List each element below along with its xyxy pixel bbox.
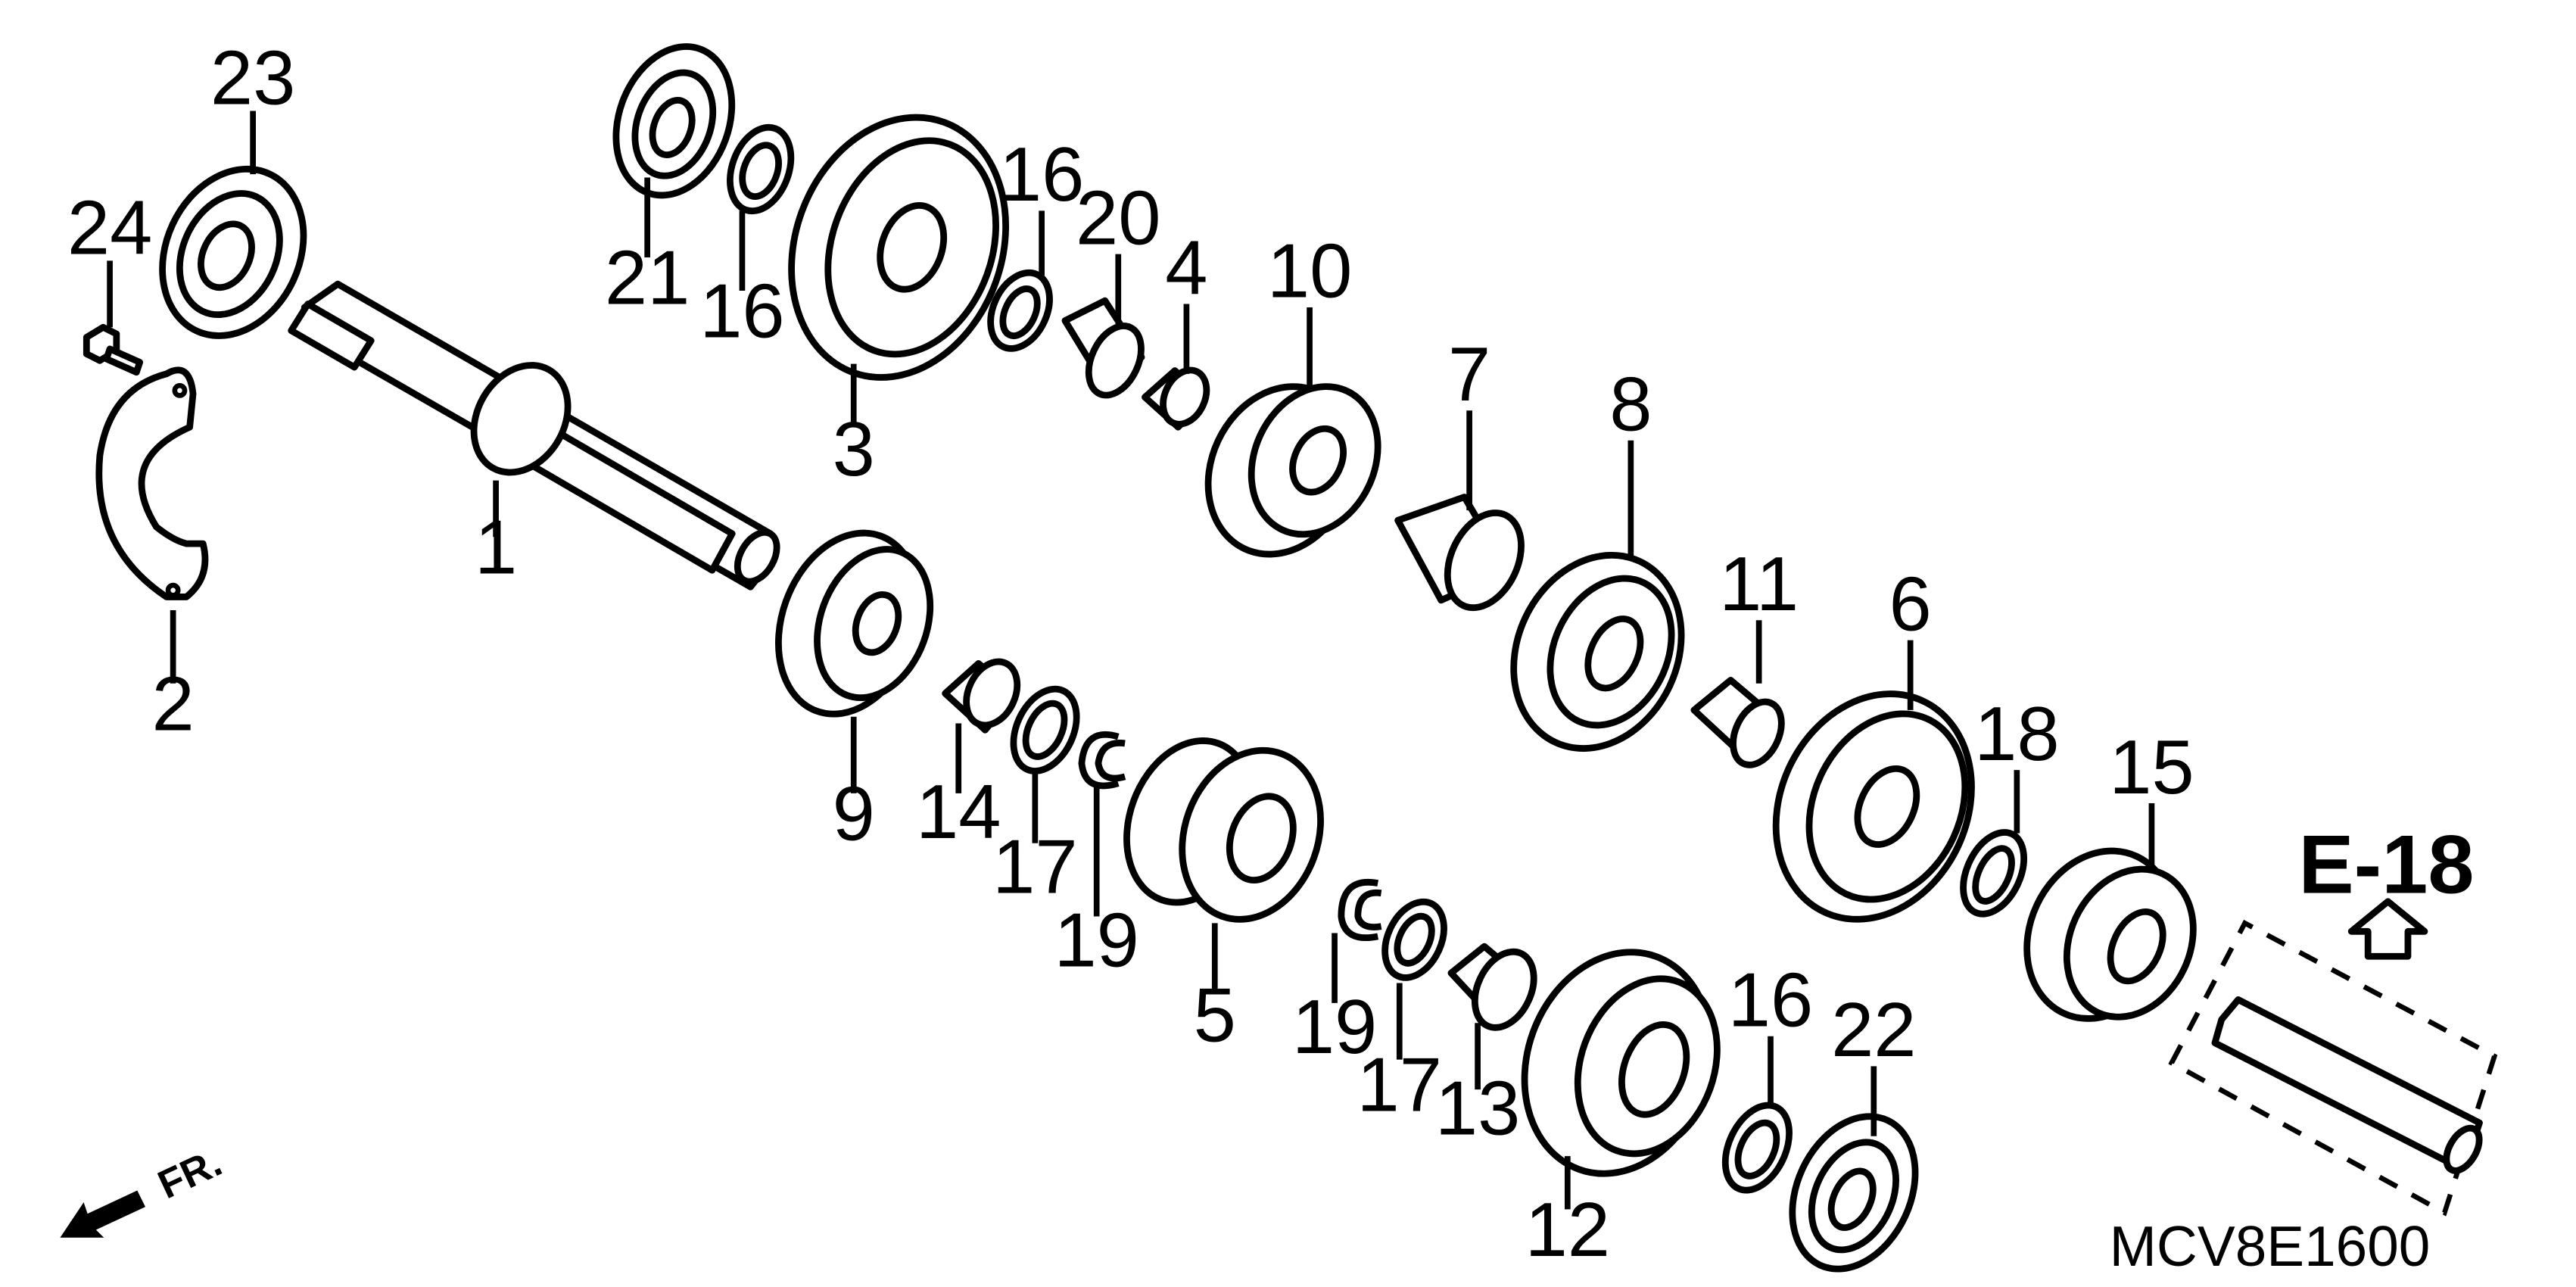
callout-4: 4 [1165, 225, 1208, 374]
bushing-11 [1690, 676, 1785, 768]
callout-15: 15 [2109, 725, 2194, 874]
diagram-code: MCV8E1600 [2110, 1214, 2431, 1278]
front-direction-arrow-icon [60, 1190, 146, 1238]
callout-6-label: 6 [1889, 561, 1932, 647]
callout-13-label: 13 [1435, 1066, 1520, 1151]
spline-washer-17-top [1010, 685, 1080, 774]
callout-17-bottom-label: 17 [1357, 1042, 1442, 1128]
callout-21: 21 [605, 177, 690, 321]
callout-20: 20 [1076, 175, 1161, 324]
callout-7: 7 [1448, 332, 1490, 511]
needle-bearing-20 [1061, 297, 1145, 399]
callout-18-label: 18 [1974, 691, 2059, 777]
callout-23: 23 [210, 36, 295, 175]
gear-10 [1204, 383, 1381, 558]
callout-19-bottom-label: 19 [1292, 984, 1377, 1070]
gear-5 [1123, 737, 1324, 923]
callout-18: 18 [1974, 691, 2060, 834]
callout-16-bottom: 16 [1728, 958, 1813, 1103]
callout-16-top-label: 16 [699, 269, 784, 354]
callout-15-label: 15 [2109, 725, 2194, 810]
callout-12: 12 [1525, 1156, 1610, 1273]
callout-14: 14 [916, 723, 1001, 855]
callout-16-mid-label: 16 [999, 132, 1084, 217]
callout-2-label: 2 [152, 661, 195, 746]
callout-19-top: 19 [1054, 787, 1139, 983]
bearing-22 [1789, 1113, 1919, 1273]
gear-3 [788, 114, 1009, 381]
bearing-21 [612, 43, 736, 199]
callout-11-label: 11 [1719, 541, 1799, 627]
callout-9: 9 [833, 716, 875, 856]
washer-16-bottom [1721, 1102, 1793, 1194]
bushing-13 [1447, 943, 1537, 1031]
callout-21-label: 21 [605, 235, 690, 321]
gear-8 [1510, 552, 1685, 752]
callout-5-label: 5 [1194, 972, 1236, 1058]
callout-24: 24 [67, 185, 152, 328]
callout-12-label: 12 [1525, 1187, 1610, 1273]
callout-7-label: 7 [1448, 332, 1490, 417]
circlip-19-top [1078, 731, 1126, 790]
callout-23-label: 23 [210, 36, 295, 121]
mainshaft-1 [288, 280, 780, 591]
callout-17-bottom: 17 [1357, 983, 1442, 1128]
callout-6: 6 [1889, 561, 1932, 710]
callout-1-label: 1 [475, 505, 517, 591]
setting-plate-2 [95, 366, 209, 600]
washer-16-mid [987, 269, 1053, 352]
washer-18 [1960, 829, 2027, 918]
callout-3: 3 [833, 363, 875, 492]
callout-17-top-label: 17 [992, 824, 1077, 910]
callout-2: 2 [152, 610, 195, 746]
callout-5: 5 [1194, 923, 1236, 1058]
needle-bearing-7 [1394, 494, 1525, 612]
reference-arrow-up-icon [2347, 898, 2428, 960]
callout-11: 11 [1719, 541, 1799, 684]
bushing-14 [942, 658, 1021, 734]
reference-label: E-18 [2298, 819, 2474, 911]
callout-17-top: 17 [992, 773, 1078, 910]
callout-22-label: 22 [1831, 987, 1916, 1073]
callout-16-bottom-label: 16 [1728, 958, 1813, 1043]
callout-16-mid: 16 [999, 132, 1084, 278]
callout-4-label: 4 [1165, 225, 1207, 310]
circlip-19-bottom [1338, 879, 1382, 942]
gear-6 [1772, 690, 1975, 923]
callout-16-top: 16 [699, 210, 785, 354]
callout-13: 13 [1435, 1023, 1520, 1151]
callout-20-label: 20 [1076, 175, 1160, 260]
callout-3-label: 3 [833, 407, 875, 492]
callout-10: 10 [1267, 229, 1352, 391]
bolt-24 [83, 323, 144, 376]
callout-8: 8 [1609, 362, 1652, 561]
gear-9 [775, 529, 934, 718]
front-direction-label: FR. [151, 1140, 229, 1208]
callout-22: 22 [1831, 987, 1917, 1136]
callout-14-label: 14 [916, 769, 1001, 855]
callout-8-label: 8 [1609, 362, 1652, 447]
spline-washer-17-bottom [1381, 898, 1447, 981]
reference-shaft-inset [2168, 919, 2498, 1217]
callout-1: 1 [475, 480, 517, 591]
callout-10-label: 10 [1267, 229, 1352, 314]
gear-15 [2023, 847, 2197, 1022]
callout-24-label: 24 [67, 185, 152, 271]
gear-12 [1521, 949, 1721, 1177]
bushing-4 [1142, 366, 1210, 431]
callout-19-bottom: 19 [1292, 933, 1377, 1070]
callout-9-label: 9 [833, 771, 875, 856]
bearing-23 [159, 165, 307, 339]
washer-16-top [727, 123, 795, 215]
callout-19-top-label: 19 [1054, 897, 1138, 983]
